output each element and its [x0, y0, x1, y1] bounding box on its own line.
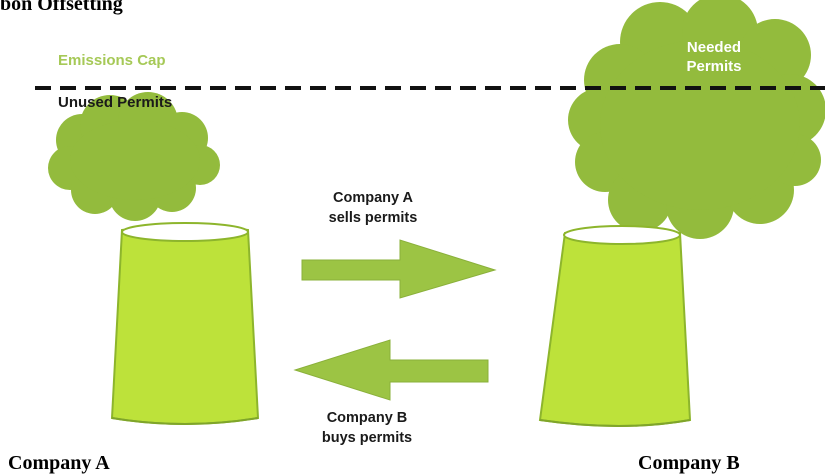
company-b-caption: Company B [638, 452, 740, 474]
company-b-smoke-cloud [568, 0, 825, 239]
buys-permits-label: Company B buys permits [282, 408, 452, 448]
buys-label-line1: Company B [326, 410, 408, 426]
sells-label-line2: sells permits [328, 210, 418, 226]
company-a-caption: Company A [8, 452, 110, 474]
diagram-title: bon Offsetting [0, 0, 123, 15]
company-a-tower [110, 222, 260, 425]
unused-permits-label: Unused Permits [58, 94, 173, 111]
emissions-cap-label: Emissions Cap [58, 52, 166, 69]
company-a-smoke-cloud [48, 92, 220, 221]
sells-arrow-right [301, 239, 497, 299]
buys-label-line2: buys permits [321, 430, 413, 446]
needed-permits-line1: Needed [686, 39, 742, 56]
sells-label-line1: Company A [332, 190, 414, 206]
company-b-tower [538, 225, 692, 427]
needed-permits-label: Needed Permits [668, 38, 760, 76]
needed-permits-line2: Permits [686, 58, 742, 75]
sells-permits-label: Company A sells permits [288, 188, 458, 228]
buys-arrow-left [293, 339, 489, 401]
